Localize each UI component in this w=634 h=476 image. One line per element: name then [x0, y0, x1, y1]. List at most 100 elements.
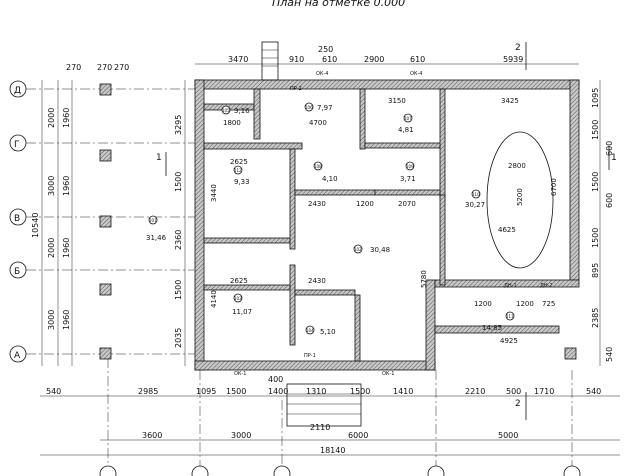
bottom-dim: 1310 [306, 387, 326, 396]
inner-dim: 5200 [516, 188, 524, 206]
top-dim: 2900 [364, 55, 384, 64]
right-dim: 895 [591, 263, 600, 278]
axis-label-D: Д [14, 86, 21, 96]
left-mid-dim: 1500 [174, 280, 183, 300]
left-dim: 1960 [62, 310, 71, 330]
bottom-dim: 2985 [138, 387, 158, 396]
veranda-columns [99, 83, 577, 360]
room-number: 103 [234, 296, 242, 301]
opening-label: ДН-1 [504, 283, 517, 289]
interior-dimensions: 1800 4700 3150 3425 2625 2430 1200 2070 … [210, 97, 558, 345]
bottom-dimensions: 540 2985 1095 1500 1400 1310 1500 1410 2… [40, 375, 620, 456]
room-area: 3,16 [234, 107, 250, 115]
right-dim: 1500 [591, 172, 600, 192]
inner-dim: 4625 [498, 226, 516, 234]
bottom-axis-dim: 3000 [231, 431, 251, 440]
opening-marks: ПР-1 ПР-2 ОК-1 ОК-1 ОК-4 ОК-4 ДН-1 ДН-2 [234, 71, 553, 377]
top-small-dim: 270 [97, 63, 112, 72]
opening-label: ОК-1 [234, 371, 246, 377]
room-area: 14,85 [482, 324, 502, 332]
room-area: 30,27 [465, 201, 485, 209]
room-area: 4,10 [322, 175, 338, 183]
bottom-total: 18140 [320, 446, 345, 455]
inner-dim: 3150 [388, 97, 406, 105]
inner-dim: 3425 [501, 97, 519, 105]
bottom-dim: 2210 [465, 387, 485, 396]
room-number: 111 [506, 314, 514, 319]
left-mid-dim: 2360 [174, 230, 183, 250]
room-number: 101 [149, 218, 157, 223]
axis-label-V: В [14, 214, 20, 224]
top-dim: 610 [410, 55, 425, 64]
bottom-dim: 500 [506, 387, 521, 396]
left-dim: 3000 [47, 176, 56, 196]
room-number: 109 [406, 164, 414, 169]
top-small-dim: 270 [66, 63, 81, 72]
room-number: 107 [404, 116, 412, 121]
top-dim: 610 [322, 55, 337, 64]
opening-label: ДН-2 [540, 283, 553, 289]
inner-dim: 5780 [420, 270, 428, 288]
left-mid-dim: 1500 [174, 172, 183, 192]
exterior-walls [194, 79, 580, 371]
left-dim: 1960 [62, 238, 71, 258]
inner-dim: 2070 [398, 200, 416, 208]
top-dimensions: 3470 910 250 610 2900 610 5939 270 270 2… [66, 45, 579, 72]
section-mark-top: 2 [515, 43, 521, 53]
right-dim: 1500 [591, 228, 600, 248]
axis-label-G: Г [14, 140, 20, 150]
left-dim: 3000 [47, 310, 56, 330]
axis-label-B: Б [14, 267, 20, 277]
inner-dim: 6700 [550, 178, 558, 196]
room-area: 7,97 [317, 104, 333, 112]
section-mark-right: 1 [611, 153, 617, 163]
right-dim: 540 [605, 347, 614, 362]
inner-dim: 2625 [230, 158, 248, 166]
room-area: 30,48 [370, 246, 390, 254]
bottom-dim: 1410 [393, 387, 413, 396]
inner-dim: 1200 [474, 300, 492, 308]
inner-dim: 3440 [210, 184, 218, 202]
inner-dim: 2430 [308, 277, 326, 285]
room-number: 112 [234, 168, 242, 173]
opening-label: ОК-4 [316, 71, 328, 77]
inner-dim: 1200 [356, 200, 374, 208]
right-dim: 1500 [591, 120, 600, 140]
opening-label: ОК-1 [382, 371, 394, 377]
bottom-dim: 1500 [350, 387, 370, 396]
bottom-dim: 1710 [534, 387, 554, 396]
room-number: 102 [354, 247, 362, 252]
left-dim: 1960 [62, 176, 71, 196]
top-small-dim: 270 [114, 63, 129, 72]
room-area: 31,46 [146, 234, 167, 242]
inner-dim: 4140 [210, 290, 218, 308]
room-number: 108 [314, 164, 322, 169]
inner-dim: 2800 [508, 162, 526, 170]
left-dimensions: 10540 2000 3000 2000 3000 1960 1960 1960… [31, 108, 183, 348]
bottom-extra-dim: 2110 [310, 423, 330, 432]
room-number: 105 [222, 108, 230, 113]
room-number: 110 [472, 192, 480, 197]
bottom-axis-dim: 5000 [498, 431, 518, 440]
row-axes: Д Г В Б А [9, 80, 200, 363]
right-dim: 600 [605, 193, 614, 208]
bottom-axis-dim: 6000 [348, 431, 368, 440]
top-dim: 250 [318, 45, 333, 54]
bottom-extra-dim: 400 [268, 375, 283, 384]
right-dim: 1095 [591, 88, 600, 108]
right-dimensions: 1095 1500 600 1500 600 1500 895 2385 540 [591, 80, 614, 366]
room-area: 3,71 [400, 175, 416, 183]
room-labels: 101 31,46 102 30,48 103 11,07 104 5,10 1… [146, 102, 515, 336]
inner-dim: 4925 [500, 337, 518, 345]
opening-label: ПР-1 [304, 353, 316, 359]
top-dim: 910 [289, 55, 304, 64]
top-dim: 5939 [503, 55, 523, 64]
left-mid-dim: 2035 [174, 328, 183, 348]
inner-dim: 4700 [309, 119, 327, 127]
axis-label-A: А [14, 351, 21, 361]
left-dimension-lines [41, 80, 186, 366]
room-area: 9,33 [234, 178, 250, 186]
top-dim: 3470 [228, 55, 248, 64]
bottom-axis-dim: 3600 [142, 431, 162, 440]
